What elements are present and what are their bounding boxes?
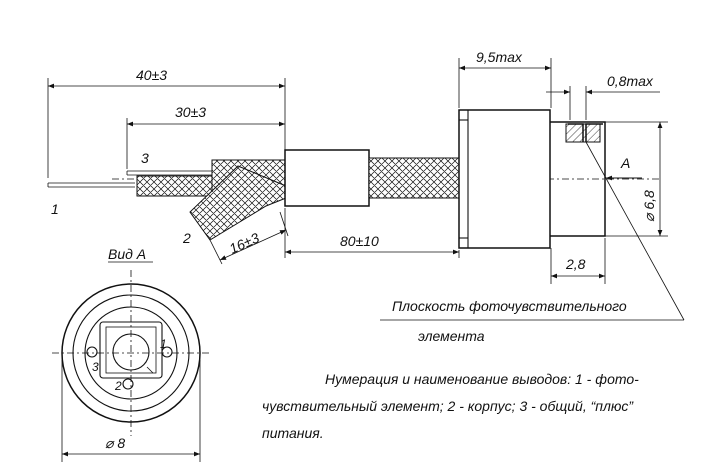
sleeve-tube	[284, 149, 370, 207]
dim-body-diameter-text: ⌀ 6,8	[641, 190, 657, 222]
dim-braid-length-text: 16±3	[227, 229, 262, 256]
dim-body-length: 9,5max	[458, 49, 552, 108]
view-arrow-a: A	[606, 155, 642, 181]
front-view-a: Вид А 1 3 2 ⌀ 8	[52, 246, 210, 462]
cable-braid	[368, 157, 460, 199]
body-ring-2	[84, 306, 178, 400]
note-line2: чувствительный элемент; 2 - корпус; 3 - …	[262, 398, 634, 414]
side-view: A 1 3 2 40±3 30±3 80±10	[47, 49, 685, 344]
dim-cable-length: 80±10	[284, 208, 460, 258]
plane-label-line2: элемента	[418, 328, 485, 344]
dim-flange-diameter-text: ⌀ 8	[105, 435, 125, 451]
dim-sensor-depth-text: 2,8	[565, 256, 586, 272]
dim-body-diameter: ⌀ 6,8	[605, 121, 668, 237]
view-a-title: Вид А	[108, 246, 146, 262]
pin-3-label: 3	[92, 360, 99, 374]
dim-overall-length: 40±3	[47, 67, 286, 178]
dim-cable-length-text: 80±10	[340, 233, 379, 249]
dim-window-offset: 0,8max	[546, 73, 660, 120]
lead-1-wire	[47, 182, 135, 188]
dim-window-offset-text: 0,8max	[607, 73, 654, 89]
lead-2-label: 2	[182, 230, 191, 246]
dim-body-length-text: 9,5max	[476, 49, 523, 65]
dim-overall-length-text: 40±3	[136, 67, 167, 83]
pin-1	[161, 346, 173, 358]
note-line3: питания.	[262, 425, 324, 441]
plane-leader: Плоскость фоточувствительного элемента	[380, 141, 685, 344]
detector-body	[458, 109, 606, 249]
pin-2	[122, 378, 134, 390]
dim-lead3-length: 30±3	[126, 104, 285, 169]
dim-sensor-depth: 2,8	[550, 238, 606, 284]
lead-1-label: 1	[51, 201, 59, 217]
pin-3	[86, 346, 98, 358]
pin-assignment-note: Нумерация и наименование выводов: 1 - фо…	[262, 371, 639, 441]
lead-3-label: 3	[141, 150, 149, 166]
lead-3-wire	[126, 170, 224, 197]
sensor-window	[112, 333, 150, 371]
pin-2-label: 2	[114, 379, 122, 393]
body-ring-1	[72, 294, 190, 412]
pin-1-label: 1	[160, 337, 167, 351]
dim-flange-diameter: ⌀ 8	[61, 360, 201, 462]
plane-label-line1: Плоскость фоточувствительного	[392, 298, 627, 314]
note-line1: Нумерация и наименование выводов: 1 - фо…	[325, 371, 639, 387]
outer-flange-ring	[61, 283, 201, 423]
dim-lead3-length-text: 30±3	[175, 104, 206, 120]
view-arrow-label: A	[620, 155, 630, 171]
